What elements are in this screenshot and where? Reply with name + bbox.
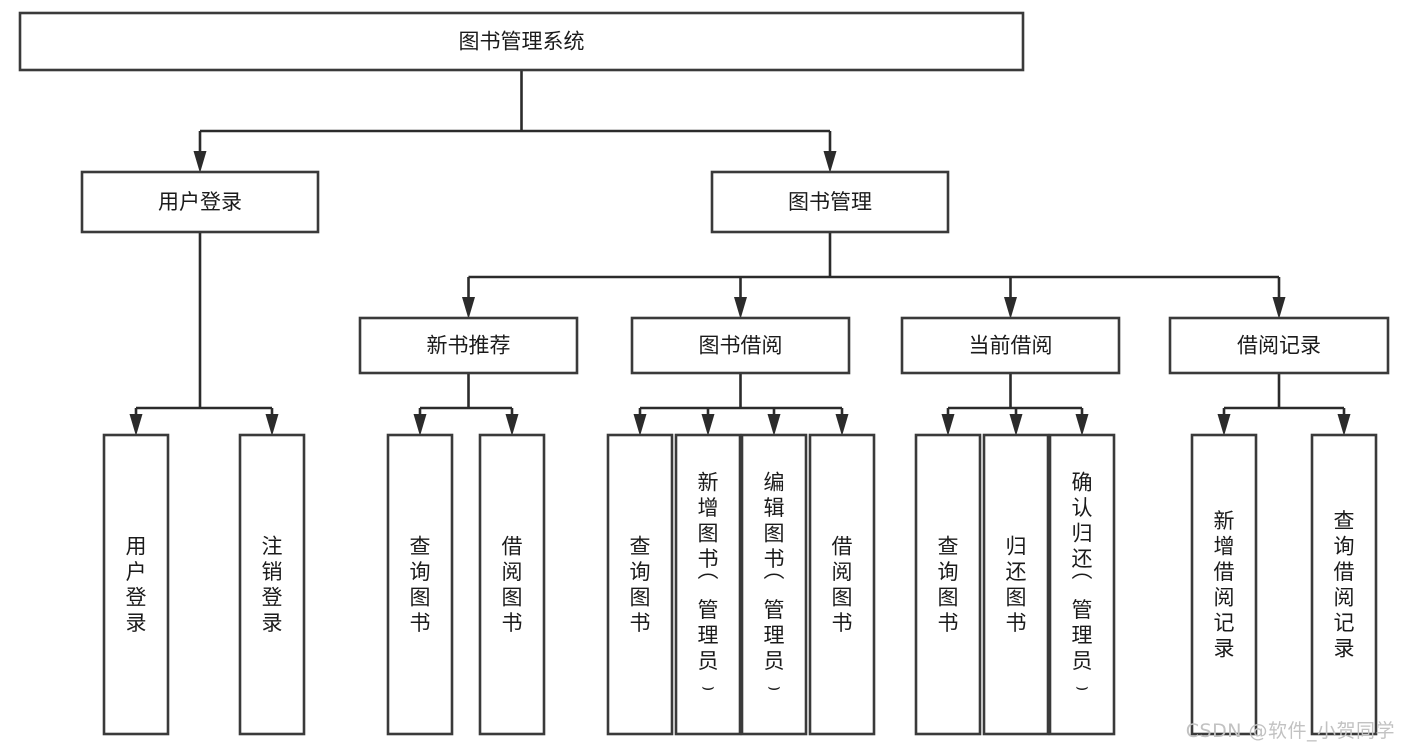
arrow-head-icon (1009, 414, 1023, 436)
node-label: 借阅图书 (502, 534, 523, 635)
node-label: 用户登录 (158, 190, 242, 214)
arrow-head-icon (734, 297, 747, 319)
arrow-head-icon (1004, 297, 1017, 319)
node-box (674, 433, 742, 736)
node-label: 借阅记录 (1237, 334, 1321, 358)
node-label: 新增借阅记录 (1214, 509, 1235, 661)
arrow-head-icon (1272, 297, 1286, 319)
node-box (808, 433, 876, 736)
arrow-head-icon (767, 414, 781, 436)
node-label: 查询图书 (410, 534, 431, 635)
node-user-login[interactable]: 用户登录 (80, 170, 320, 234)
node-label: 查询借阅记录 (1334, 509, 1355, 661)
connector-layer (129, 70, 1351, 436)
node-book-borrow[interactable]: 图书借阅 (630, 316, 851, 375)
node-box (1310, 433, 1378, 736)
node-leaf-borrow-book-rec[interactable]: 借阅图书 (478, 433, 546, 736)
arrow-head-icon (1075, 414, 1089, 436)
node-leaf-borrow-book[interactable]: 借阅图书 (808, 433, 876, 736)
node-box (982, 433, 1050, 736)
arrow-head-icon (413, 414, 427, 436)
node-leaf-confirm-return[interactable]: 确认归还⌒管理员⌣ (1048, 433, 1116, 736)
node-label: 确认归还⌒管理员⌣ (1072, 471, 1093, 699)
node-label: 图书管理 (788, 190, 872, 214)
node-leaf-query-book-bor[interactable]: 查询图书 (606, 433, 674, 736)
node-leaf-user-login[interactable]: 用户登录 (102, 433, 170, 736)
node-borrow-record[interactable]: 借阅记录 (1168, 316, 1390, 375)
node-label: 新书推荐 (427, 334, 511, 358)
node-label: 图书借阅 (699, 334, 783, 358)
watermark-label: CSDN @软件_小贺同学 (1185, 720, 1395, 742)
node-leaf-add-record[interactable]: 新增借阅记录 (1190, 433, 1258, 736)
arrow-head-icon (941, 414, 955, 436)
node-box (18, 11, 1025, 72)
arrow-head-icon (1337, 414, 1351, 436)
node-box (102, 433, 170, 736)
arrow-head-icon (1217, 414, 1231, 436)
node-box (358, 316, 579, 375)
node-book-manage[interactable]: 图书管理 (710, 170, 950, 234)
arrow-head-icon (265, 414, 279, 436)
node-box (1168, 316, 1390, 375)
node-box (478, 433, 546, 736)
arrow-head-icon (835, 414, 849, 436)
node-label: 查询图书 (938, 534, 959, 635)
node-label: 当前借阅 (969, 334, 1053, 358)
node-leaf-query-book-cur[interactable]: 查询图书 (914, 433, 982, 736)
node-box (740, 433, 808, 736)
node-current-borrow[interactable]: 当前借阅 (900, 316, 1121, 375)
node-box (1048, 433, 1116, 736)
node-label: 借阅图书 (832, 534, 853, 635)
node-leaf-query-record[interactable]: 查询借阅记录 (1310, 433, 1378, 736)
node-label: 图书管理系统 (459, 30, 585, 54)
node-root[interactable]: 图书管理系统 (18, 11, 1025, 72)
node-leaf-edit-book[interactable]: 编辑图书⌒管理员⌣ (740, 433, 808, 736)
arrow-head-icon (633, 414, 647, 436)
node-box (238, 433, 306, 736)
node-box (606, 433, 674, 736)
node-box (710, 170, 950, 234)
node-new-book-rec[interactable]: 新书推荐 (358, 316, 579, 375)
arrow-head-icon (193, 151, 207, 173)
node-box (914, 433, 982, 736)
arrow-head-icon (505, 414, 519, 436)
arrow-head-icon (701, 414, 715, 436)
node-label: 查询图书 (630, 534, 651, 635)
node-label: 新增图书⌒管理员⌣ (698, 471, 719, 699)
arrow-head-icon (462, 297, 475, 319)
node-label: 用户登录 (126, 534, 147, 635)
node-box (1190, 433, 1258, 736)
node-box (630, 316, 851, 375)
arrow-head-icon (129, 414, 143, 436)
node-leaf-add-book[interactable]: 新增图书⌒管理员⌣ (674, 433, 742, 736)
node-label: 编辑图书⌒管理员⌣ (764, 471, 785, 699)
node-label: 注销登录 (262, 534, 283, 635)
node-leaf-query-book-rec[interactable]: 查询图书 (386, 433, 454, 736)
node-box (80, 170, 320, 234)
arrow-head-icon (823, 151, 837, 173)
node-box (900, 316, 1121, 375)
node-leaf-logout[interactable]: 注销登录 (238, 433, 306, 736)
node-box (386, 433, 454, 736)
node-leaf-return-book[interactable]: 归还图书 (982, 433, 1050, 736)
node-layer: 图书管理系统用户登录图书管理新书推荐图书借阅当前借阅借阅记录用户登录注销登录查询… (18, 11, 1390, 736)
node-label: 归还图书 (1006, 534, 1027, 635)
